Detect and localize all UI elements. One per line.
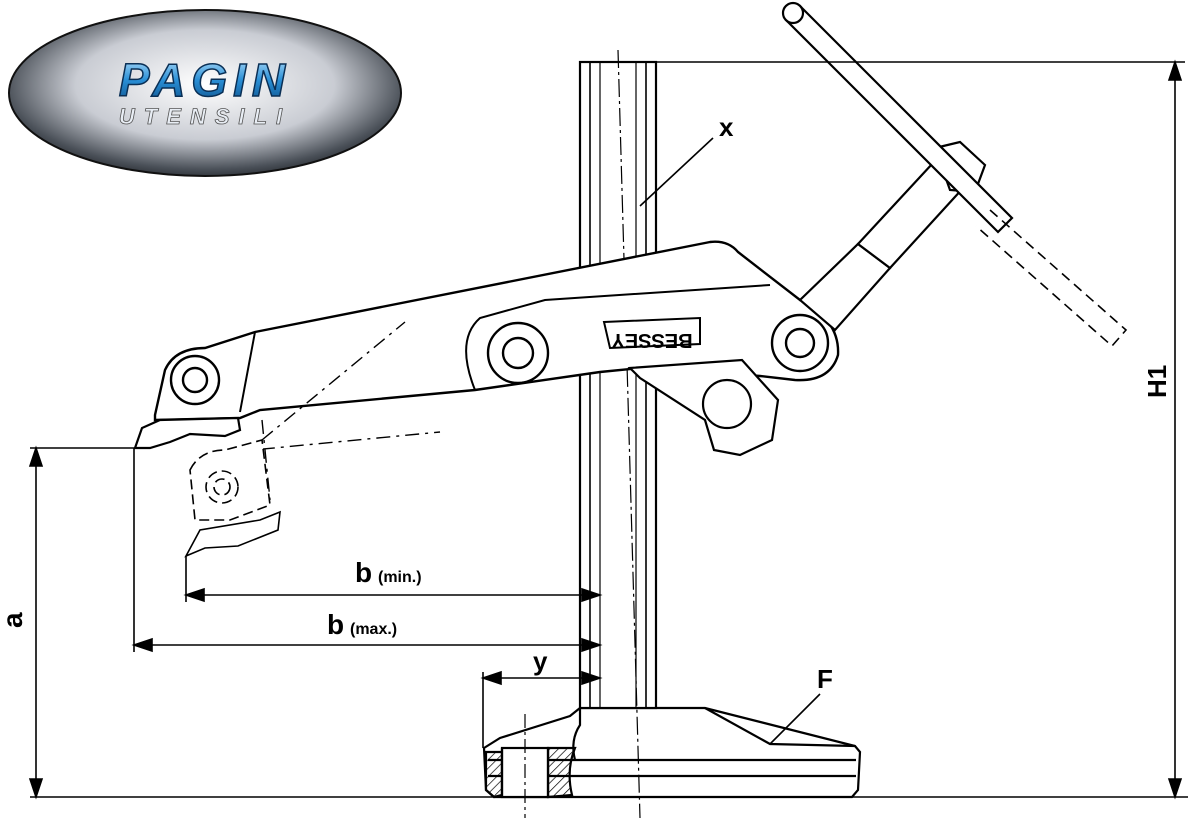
brand-plate-text: BESSEY — [611, 329, 693, 351]
label-b-min-letter: b — [355, 557, 372, 588]
t-handle — [781, 1, 1014, 234]
pagin-utensili-logo: PAGIN UTENSILI — [8, 9, 402, 177]
label-a: a — [0, 612, 28, 628]
logo-line1: PAGIN — [119, 54, 291, 106]
label-x: x — [719, 112, 734, 142]
arm-alt-position — [231, 321, 441, 501]
label-H1: H1 — [1142, 365, 1172, 398]
logo-line2: UTENSILI — [119, 104, 291, 129]
label-b-min-suffix: (min.) — [378, 569, 422, 586]
tip-alt-position — [184, 438, 281, 558]
label-b-max-letter: b — [327, 609, 344, 640]
sliding-block — [627, 358, 780, 457]
label-y: y — [533, 646, 548, 676]
label-b-min: b (min.) — [355, 557, 422, 588]
t-handle-alt-position — [975, 209, 1128, 348]
pressure-pad — [133, 416, 242, 450]
label-b-max: b (max.) — [327, 609, 397, 640]
label-F: F — [817, 664, 833, 694]
label-b-max-suffix: (max.) — [350, 621, 397, 638]
dimension-lines — [28, 59, 1188, 800]
base-plate — [482, 706, 862, 799]
bar-centerline — [617, 49, 641, 819]
clamp-arm — [153, 240, 840, 422]
brand-plate: BESSEY — [602, 316, 701, 351]
vertical-bar — [578, 60, 658, 710]
